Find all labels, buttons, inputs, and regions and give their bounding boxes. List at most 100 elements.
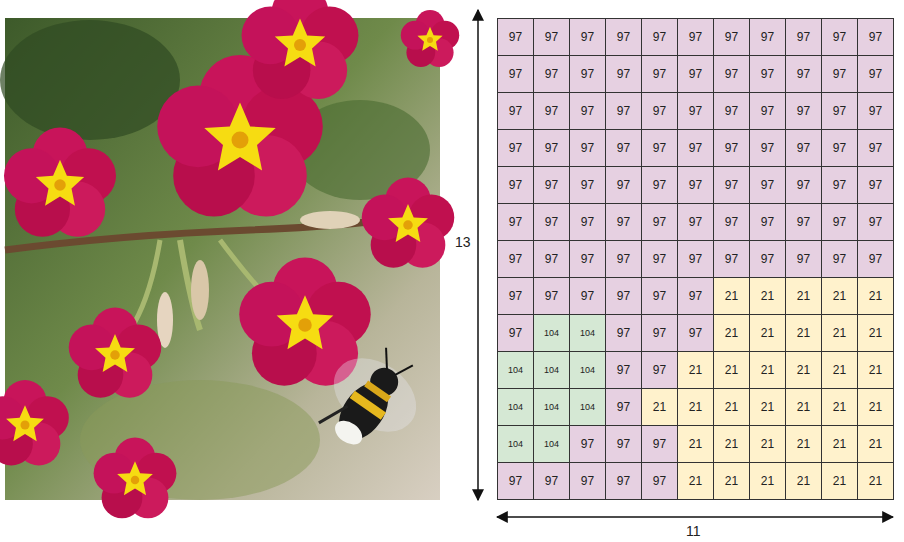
table-cell: 97: [677, 314, 714, 352]
dimension-arrow: [497, 516, 893, 518]
table-cell: 97: [641, 18, 678, 56]
table-cell: 97: [533, 55, 570, 93]
table-cell: 97: [497, 277, 534, 315]
table-cell: 97: [641, 425, 678, 463]
table-cell: 97: [785, 92, 822, 130]
table-cell: 97: [749, 203, 786, 241]
table-cell: 97: [497, 203, 534, 241]
table-cell: 21: [821, 425, 858, 463]
table-cell: 97: [749, 18, 786, 56]
table-cell: 97: [605, 314, 642, 352]
table-cell: 97: [533, 166, 570, 204]
bee: [306, 332, 438, 467]
table-cell: 21: [857, 277, 894, 315]
table-cell: 97: [533, 462, 570, 500]
table-cell: 21: [785, 425, 822, 463]
table-cell: 97: [533, 129, 570, 167]
table-cell: 97: [677, 92, 714, 130]
table-cell: 97: [497, 462, 534, 500]
table-cell: 97: [821, 55, 858, 93]
table-cell: 104: [533, 314, 570, 352]
table-cell: 97: [641, 462, 678, 500]
table-cell: 97: [677, 166, 714, 204]
table-cell: 97: [713, 55, 750, 93]
table-cell: 97: [677, 55, 714, 93]
table-cell: 97: [713, 18, 750, 56]
table-cell: 97: [569, 55, 606, 93]
table-cell: 21: [713, 277, 750, 315]
table-cell: 97: [641, 277, 678, 315]
table-cell: 97: [605, 277, 642, 315]
table-cell: 97: [641, 129, 678, 167]
table-cell: 104: [569, 351, 606, 389]
table-cell: 97: [569, 129, 606, 167]
table-cell: 21: [821, 314, 858, 352]
table-cell: 97: [605, 462, 642, 500]
table-cell: 21: [713, 314, 750, 352]
table-cell: 21: [749, 388, 786, 426]
table-cell: 97: [533, 18, 570, 56]
table-cell: 21: [749, 314, 786, 352]
table-cell: 104: [533, 388, 570, 426]
table-cell: 104: [533, 425, 570, 463]
table-cell: 97: [605, 18, 642, 56]
table-cell: 104: [497, 388, 534, 426]
table-cell: 21: [857, 425, 894, 463]
table-cell: 21: [785, 351, 822, 389]
table-cell: 97: [605, 55, 642, 93]
table-cell: 97: [677, 240, 714, 278]
table-cell: 97: [821, 18, 858, 56]
table-cell: 97: [677, 203, 714, 241]
table-cell: 97: [569, 166, 606, 204]
table-cell: 97: [821, 166, 858, 204]
table-cell: 104: [533, 351, 570, 389]
table-cell: 97: [821, 92, 858, 130]
table-cell: 21: [821, 277, 858, 315]
table-cell: 21: [785, 388, 822, 426]
table-cell: 97: [785, 55, 822, 93]
table-cell: 97: [569, 425, 606, 463]
table-cell: 97: [641, 55, 678, 93]
table-cell: 97: [497, 314, 534, 352]
table-cell: 104: [569, 314, 606, 352]
table-cell: 97: [677, 277, 714, 315]
table-cell: 21: [677, 462, 714, 500]
table-cell: 97: [605, 388, 642, 426]
table-cell: 21: [785, 277, 822, 315]
table-cell: 97: [677, 129, 714, 167]
table-cell: 97: [713, 166, 750, 204]
table-cell: 97: [605, 92, 642, 130]
table-cell: 97: [785, 240, 822, 278]
table-cell: 97: [821, 129, 858, 167]
table-cell: 97: [605, 240, 642, 278]
table-cell: 21: [857, 314, 894, 352]
table-cell: 97: [857, 92, 894, 130]
table-cell: 21: [749, 425, 786, 463]
table-cell: 97: [713, 203, 750, 241]
table-cell: 21: [857, 351, 894, 389]
table-cell: 97: [857, 18, 894, 56]
table-cell: 97: [641, 351, 678, 389]
table-cell: 21: [857, 388, 894, 426]
table-cell: 21: [749, 462, 786, 500]
table-cell: 97: [605, 351, 642, 389]
table-cell: 97: [641, 92, 678, 130]
table-cell: 97: [533, 203, 570, 241]
table-cell: 97: [785, 18, 822, 56]
table-cell: 97: [677, 18, 714, 56]
table-cell: 97: [497, 92, 534, 130]
table-cell: 97: [533, 277, 570, 315]
table-cell: 21: [749, 277, 786, 315]
table-cell: 97: [857, 203, 894, 241]
table-cell: 21: [821, 351, 858, 389]
table-cell: 97: [605, 203, 642, 241]
table-cell: 97: [569, 462, 606, 500]
table-cell: 97: [641, 166, 678, 204]
table-cell: 21: [857, 462, 894, 500]
table-cell: 21: [821, 462, 858, 500]
table-cell: 104: [497, 425, 534, 463]
table-cell: 97: [569, 18, 606, 56]
table-cell: 97: [497, 240, 534, 278]
table-cell: 97: [533, 240, 570, 278]
table-cell: 21: [713, 425, 750, 463]
